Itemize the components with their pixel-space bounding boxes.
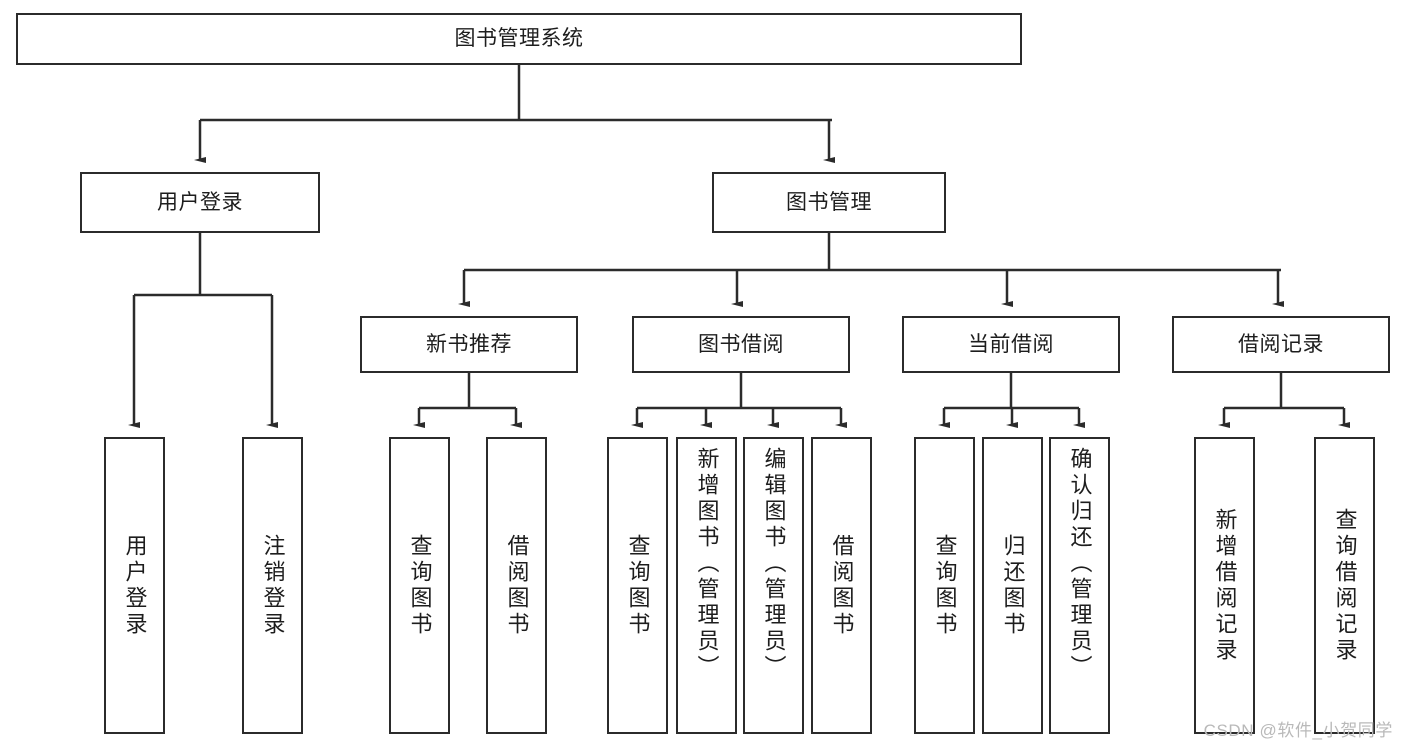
node-new-book-recommend-label: 新书推荐 bbox=[426, 332, 512, 356]
node-current-borrow[interactable]: 当前借阅 bbox=[902, 316, 1120, 373]
leaf-logout[interactable]: 注销登录 bbox=[242, 437, 303, 734]
leaf-query-borrow-record[interactable]: 查询借阅记录 bbox=[1314, 437, 1375, 734]
leaf-confirm-return-admin-label: 确认归还（管理员） bbox=[1067, 447, 1093, 681]
node-book-borrow[interactable]: 图书借阅 bbox=[632, 316, 850, 373]
leaf-return-books[interactable]: 归还图书 bbox=[982, 437, 1043, 734]
leaf-borrow-books-recommend-label: 借阅图书 bbox=[504, 533, 530, 638]
leaf-add-book-admin-label: 新增图书（管理员） bbox=[694, 447, 720, 681]
leaf-borrow-books-label: 借阅图书 bbox=[829, 533, 855, 638]
leaf-return-books-label: 归还图书 bbox=[1000, 533, 1026, 638]
node-borrow-records-label: 借阅记录 bbox=[1238, 332, 1324, 356]
node-root[interactable]: 图书管理系统 bbox=[16, 13, 1022, 65]
node-new-book-recommend[interactable]: 新书推荐 bbox=[360, 316, 578, 373]
node-book-borrow-label: 图书借阅 bbox=[698, 332, 784, 356]
node-book-management-label: 图书管理 bbox=[786, 190, 872, 214]
leaf-user-login-label: 用户登录 bbox=[122, 533, 148, 638]
node-borrow-records[interactable]: 借阅记录 bbox=[1172, 316, 1390, 373]
leaf-add-borrow-record-label: 新增借阅记录 bbox=[1212, 507, 1238, 664]
leaf-edit-book-admin-label: 编辑图书（管理员） bbox=[761, 447, 787, 681]
leaf-borrow-books[interactable]: 借阅图书 bbox=[811, 437, 872, 734]
leaf-logout-label: 注销登录 bbox=[260, 533, 286, 638]
leaf-edit-book-admin[interactable]: 编辑图书（管理员） bbox=[743, 437, 804, 734]
node-book-management[interactable]: 图书管理 bbox=[712, 172, 946, 233]
watermark: CSDN @软件_小贺同学 bbox=[1203, 721, 1393, 740]
leaf-query-books-recommend-label: 查询图书 bbox=[407, 533, 433, 638]
leaf-add-book-admin[interactable]: 新增图书（管理员） bbox=[676, 437, 737, 734]
leaf-confirm-return-admin[interactable]: 确认归还（管理员） bbox=[1049, 437, 1110, 734]
leaf-query-books-current[interactable]: 查询图书 bbox=[914, 437, 975, 734]
leaf-query-books-recommend[interactable]: 查询图书 bbox=[389, 437, 450, 734]
leaf-borrow-books-recommend[interactable]: 借阅图书 bbox=[486, 437, 547, 734]
leaf-query-borrow-record-label: 查询借阅记录 bbox=[1332, 507, 1358, 664]
node-root-label: 图书管理系统 bbox=[454, 27, 584, 51]
leaf-add-borrow-record[interactable]: 新增借阅记录 bbox=[1194, 437, 1255, 734]
node-user-login-label: 用户登录 bbox=[157, 190, 243, 214]
node-current-borrow-label: 当前借阅 bbox=[968, 332, 1054, 356]
leaf-user-login[interactable]: 用户登录 bbox=[104, 437, 165, 734]
leaf-query-books-borrow[interactable]: 查询图书 bbox=[607, 437, 668, 734]
leaf-query-books-current-label: 查询图书 bbox=[932, 533, 958, 638]
leaf-query-books-borrow-label: 查询图书 bbox=[625, 533, 651, 638]
node-user-login[interactable]: 用户登录 bbox=[80, 172, 320, 233]
